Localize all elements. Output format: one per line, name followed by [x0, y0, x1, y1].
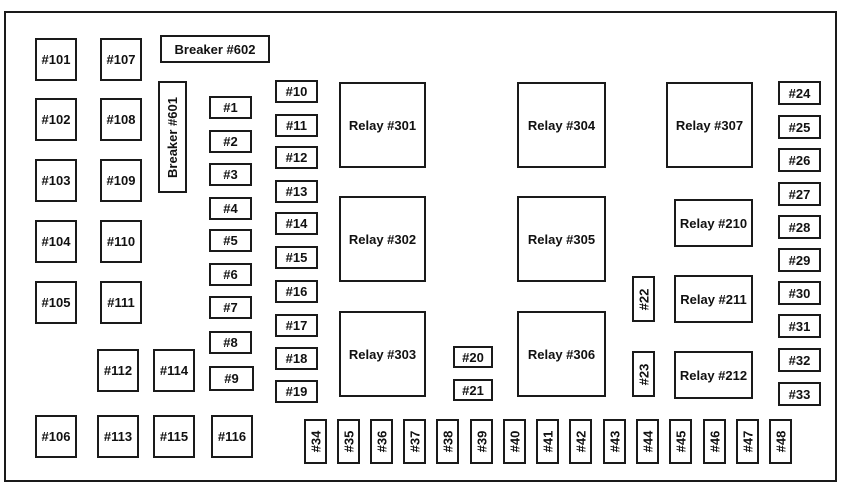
relay-307: Relay #307 — [666, 82, 753, 168]
fuse-103: #103 — [35, 159, 77, 202]
fuse-102: #102 — [35, 98, 77, 141]
fuse-19: #19 — [275, 380, 318, 403]
fuse-42: #42 — [569, 419, 592, 464]
fuse-104: #104 — [35, 220, 77, 263]
fuse-101: #101 — [35, 38, 77, 81]
fuse-15: #15 — [275, 246, 318, 269]
fuse-12: #12 — [275, 146, 318, 169]
relay-305: Relay #305 — [517, 196, 606, 282]
fuse-37: #37 — [403, 419, 426, 464]
relay-302: Relay #302 — [339, 196, 426, 282]
fuse-113: #113 — [97, 415, 139, 458]
fuse-32: #32 — [778, 348, 821, 372]
fuse-35: #35 — [337, 419, 360, 464]
fuse-48: #48 — [769, 419, 792, 464]
fuse-46: #46 — [703, 419, 726, 464]
fuse-4: #4 — [209, 197, 252, 220]
fuse-17: #17 — [275, 314, 318, 337]
fuse-115: #115 — [153, 415, 195, 458]
fuse-45: #45 — [669, 419, 692, 464]
fuse-105: #105 — [35, 281, 77, 324]
fuse-6: #6 — [209, 263, 252, 286]
fuse-2: #2 — [209, 130, 252, 153]
fuse-21: #21 — [453, 379, 493, 401]
fuse-16: #16 — [275, 280, 318, 303]
fuse-40: #40 — [503, 419, 526, 464]
fuse-30: #30 — [778, 281, 821, 305]
relay-210: Relay #210 — [674, 199, 753, 247]
fuse-5: #5 — [209, 229, 252, 252]
fuse-10: #10 — [275, 80, 318, 103]
fuse-31: #31 — [778, 314, 821, 338]
breaker-602: Breaker #602 — [160, 35, 270, 63]
relay-301: Relay #301 — [339, 82, 426, 168]
fuse-36: #36 — [370, 419, 393, 464]
fuse-111: #111 — [100, 281, 142, 324]
fuse-34: #34 — [304, 419, 327, 464]
relay-306: Relay #306 — [517, 311, 606, 397]
fuse-7: #7 — [209, 296, 252, 319]
fuse-38: #38 — [436, 419, 459, 464]
fuse-panel-outline — [4, 11, 837, 482]
fuse-116: #116 — [211, 415, 253, 458]
relay-211: Relay #211 — [674, 275, 753, 323]
fuse-27: #27 — [778, 182, 821, 206]
fuse-41: #41 — [536, 419, 559, 464]
fuse-44: #44 — [636, 419, 659, 464]
fuse-24: #24 — [778, 81, 821, 105]
relay-303: Relay #303 — [339, 311, 426, 397]
fuse-114: #114 — [153, 349, 195, 392]
relay-304: Relay #304 — [517, 82, 606, 168]
fuse-39: #39 — [470, 419, 493, 464]
fuse-109: #109 — [100, 159, 142, 202]
fuse-13: #13 — [275, 180, 318, 203]
fuse-107: #107 — [100, 38, 142, 81]
fuse-43: #43 — [603, 419, 626, 464]
fuse-108: #108 — [100, 98, 142, 141]
fuse-11: #11 — [275, 114, 318, 137]
fuse-23: #23 — [632, 351, 655, 397]
fuse-33: #33 — [778, 382, 821, 406]
fuse-110: #110 — [100, 220, 142, 263]
relay-212: Relay #212 — [674, 351, 753, 399]
fuse-47: #47 — [736, 419, 759, 464]
fuse-3: #3 — [209, 163, 252, 186]
fuse-25: #25 — [778, 115, 821, 139]
fuse-18: #18 — [275, 347, 318, 370]
fuse-14: #14 — [275, 212, 318, 235]
fuse-28: #28 — [778, 215, 821, 239]
fuse-22: #22 — [632, 276, 655, 322]
breaker-601: Breaker #601 — [158, 81, 187, 193]
fuse-106: #106 — [35, 415, 77, 458]
fuse-8: #8 — [209, 331, 252, 354]
fuse-9: #9 — [209, 366, 254, 391]
fuse-29: #29 — [778, 248, 821, 272]
fuse-1: #1 — [209, 96, 252, 119]
fuse-20: #20 — [453, 346, 493, 368]
fuse-112: #112 — [97, 349, 139, 392]
fuse-26: #26 — [778, 148, 821, 172]
